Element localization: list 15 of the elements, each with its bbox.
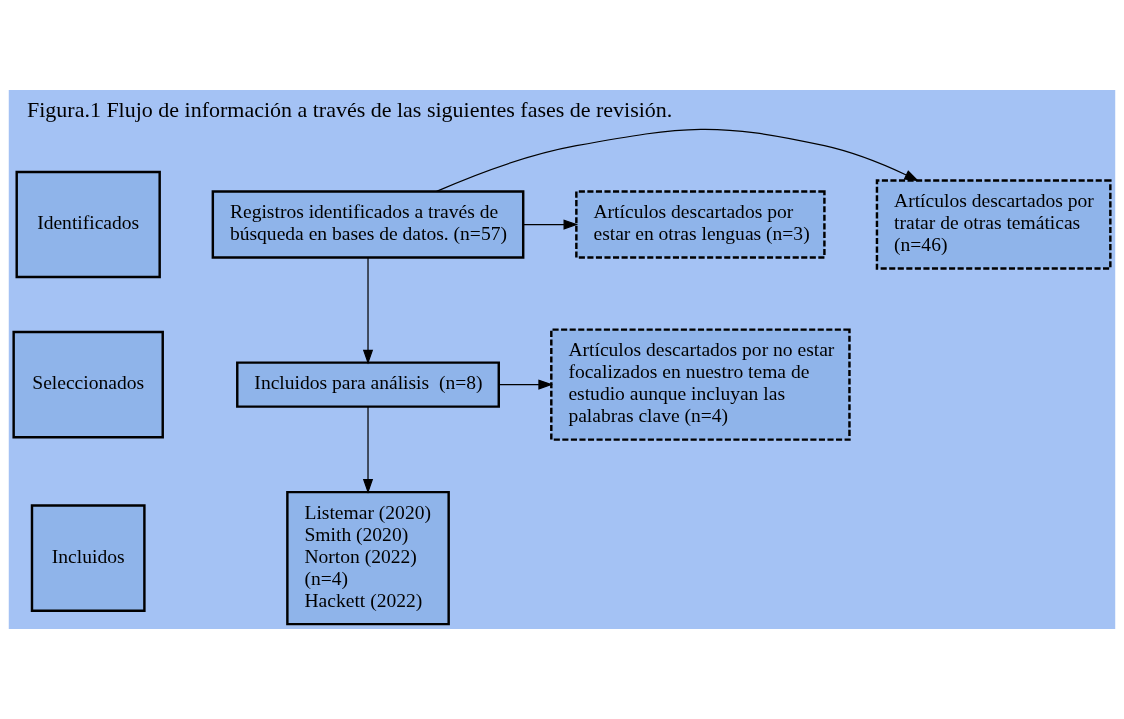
node-box: Incluidos para análisis (n=8) bbox=[236, 361, 500, 408]
arrow bbox=[362, 257, 374, 365]
node-box: Artículos descartados por no estar focalizados en nuestro tema de estudio aunque incluyan las palabras clave (n=4) bbox=[550, 328, 851, 441]
arrow bbox=[522, 219, 579, 230]
node-box: Incluidos bbox=[30, 504, 146, 612]
node-box: Seleccionados bbox=[12, 330, 164, 439]
diagram-title: Figura.1 Flujo de información a través de las siguientes fases de revisión. bbox=[27, 97, 673, 123]
arrow bbox=[498, 379, 554, 390]
node-box: Artículos descartados por tratar de otras temáticas (n=46) bbox=[875, 179, 1112, 270]
arrow bbox=[362, 406, 374, 494]
node-box: Artículos descartados por estar en otras lenguas (n=3) bbox=[575, 190, 826, 259]
node-box: Identificados bbox=[15, 170, 161, 279]
arrow bbox=[436, 128, 920, 192]
node-box: Registros identificados a través de búsqueda en bases de datos. (n=57) bbox=[211, 190, 525, 259]
node-box: Listemar (2020) Smith (2020) Norton (2022) (n=4) Hackett (2022) bbox=[286, 490, 450, 626]
